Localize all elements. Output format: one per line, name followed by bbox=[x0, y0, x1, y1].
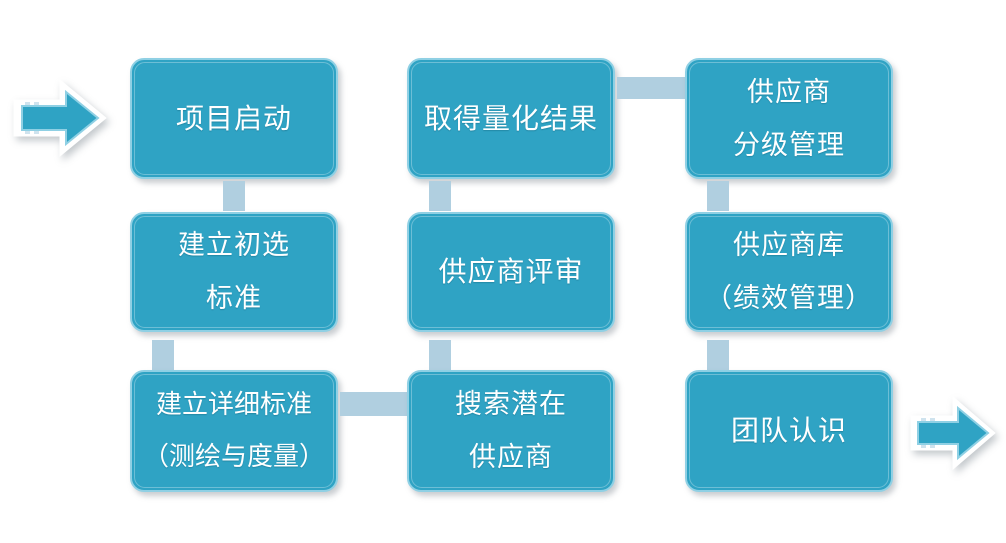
node-team-awareness[interactable]: 团队认识 bbox=[685, 370, 893, 492]
node-label-line: 搜索潜在 bbox=[455, 389, 567, 420]
connector-horizontal-n3-n6 bbox=[340, 392, 408, 416]
node-detailed-criteria[interactable]: 建立详细标准 （测绘与度量） bbox=[130, 370, 338, 492]
node-label-line: 建立详细标准 bbox=[155, 390, 312, 420]
node-label-line: （测绘与度量） bbox=[142, 442, 325, 472]
connector-horizontal-n4-n7 bbox=[617, 77, 685, 99]
node-label-line: 供应商评审 bbox=[438, 255, 584, 288]
node-supplier-database[interactable]: 供应商库 （绩效管理） bbox=[685, 212, 893, 332]
connector-vertical-n2-n3 bbox=[152, 340, 174, 372]
node-search-suppliers[interactable]: 搜索潜在 供应商 bbox=[407, 370, 615, 492]
entry-arrow-right-icon bbox=[8, 72, 112, 164]
connector-vertical-n5-n4 bbox=[429, 181, 451, 211]
node-project-kickoff[interactable]: 项目启动 bbox=[130, 58, 338, 179]
node-label-line: 建立初选 bbox=[178, 230, 290, 261]
node-label-line: 供应商 bbox=[469, 442, 553, 473]
node-supplier-grading[interactable]: 供应商 分级管理 bbox=[685, 58, 893, 179]
node-label-line: 供应商库 bbox=[733, 230, 845, 261]
exit-arrow-right-icon bbox=[905, 390, 1001, 476]
node-label-line: 项目启动 bbox=[175, 101, 292, 135]
node-supplier-review[interactable]: 供应商评审 bbox=[407, 212, 615, 332]
node-label-line: 供应商 bbox=[747, 76, 831, 108]
node-label-line: 分级管理 bbox=[733, 129, 845, 161]
node-label-line: 标准 bbox=[206, 283, 262, 314]
node-label-line: （绩效管理） bbox=[705, 283, 873, 314]
node-quantified-results[interactable]: 取得量化结果 bbox=[407, 58, 615, 179]
node-label-line: 取得量化结果 bbox=[423, 101, 598, 135]
node-label-line: 团队认识 bbox=[730, 414, 847, 447]
connector-vertical-n1-n2 bbox=[223, 181, 245, 211]
connector-vertical-n7-n8 bbox=[707, 181, 729, 211]
connector-vertical-n8-n9 bbox=[707, 340, 729, 372]
node-initial-criteria[interactable]: 建立初选 标准 bbox=[130, 212, 338, 332]
connector-vertical-n6-n5 bbox=[429, 340, 451, 372]
